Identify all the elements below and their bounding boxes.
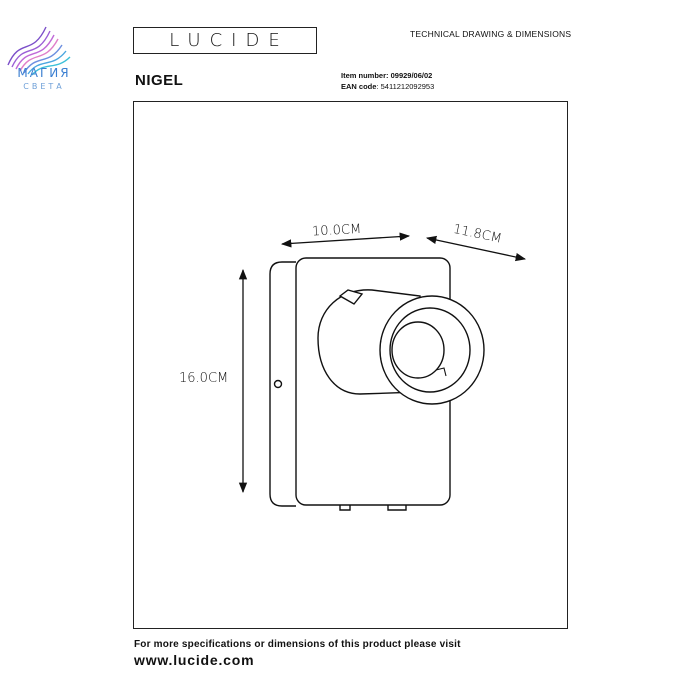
item-number-line: Item number: 09929/06/02 — [341, 71, 433, 80]
depth-dimension-arrow — [425, 235, 527, 262]
watermark-name: МАГИЯ — [17, 66, 71, 80]
technical-drawing: 10.0CM 11.8CM 16.0CM — [179, 222, 527, 511]
width-dimension-arrow — [280, 232, 411, 248]
product-name: NIGEL — [135, 72, 184, 89]
magiya-sveta-logo-icon — [7, 26, 71, 76]
ean-code-value: 5411212092953 — [380, 82, 435, 91]
watermark-sub: СВЕТА — [23, 82, 65, 91]
item-number-value: 09929/06/02 — [390, 71, 433, 80]
item-number-label: Item number — [341, 71, 387, 80]
drawing-frame — [133, 101, 568, 629]
depth-dimension-label: 11.8CM — [452, 222, 503, 247]
ean-code-line: EAN code: 5411212092953 — [341, 82, 435, 91]
footer-url-link[interactable]: www.lucide.com — [134, 652, 255, 668]
spot-head — [317, 289, 485, 405]
width-dimension-label: 10.0CM — [312, 222, 362, 240]
lucide-logo: LUCIDE — [133, 27, 317, 54]
height-dimension-label: 16.0CM — [179, 371, 228, 386]
footer-note: For more specifications or dimensions of… — [134, 639, 461, 650]
page-title: TECHNICAL DRAWING & DIMENSIONS — [410, 29, 572, 39]
ean-code-label: EAN code — [341, 82, 377, 91]
